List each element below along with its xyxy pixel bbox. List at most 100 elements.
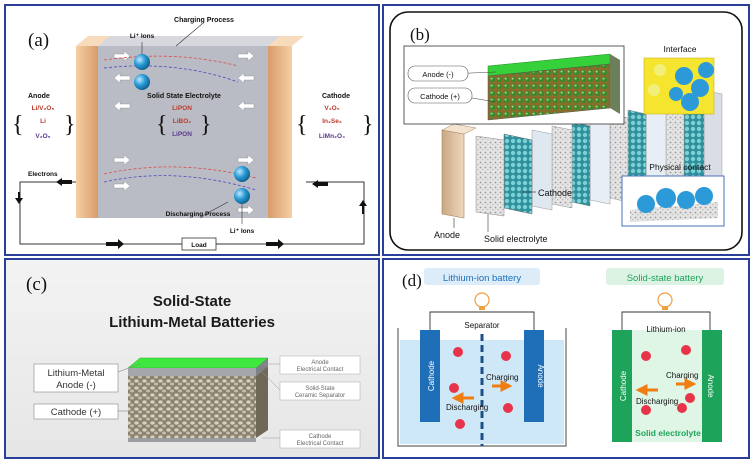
solid-electrolyte-label: Solid electrolyte xyxy=(484,234,548,244)
cathode-title: Cathode xyxy=(322,93,350,100)
panel-label: (a) xyxy=(28,30,49,51)
right-brace: } xyxy=(200,112,212,138)
panel-a: (a) Li⁺ Ions Charging Process Anode { } … xyxy=(4,4,380,256)
anode-material: Li xyxy=(40,118,46,125)
anode-label: Anode xyxy=(706,374,715,398)
li-ion-sphere xyxy=(134,74,150,90)
cathode-material: LiMn₂O₄ xyxy=(319,133,345,140)
discharging-label: Discharging xyxy=(446,403,488,412)
ion-arrow xyxy=(237,100,255,112)
ion-arrow xyxy=(237,204,255,216)
lithium-ion-dots xyxy=(641,345,695,415)
li-ion-title-bg xyxy=(424,268,540,285)
lightbulb-icon xyxy=(474,292,490,310)
lithium-ion-label: Lithium-ion xyxy=(646,325,685,334)
anode-contact-tag xyxy=(279,355,361,375)
anode-minus-tag xyxy=(407,65,469,82)
ion-arrow xyxy=(113,50,131,62)
panel-b-diagram: (b) Anode (-) Cathode (+) Interface xyxy=(384,6,748,254)
physical-contact-label: Physical contact xyxy=(649,162,711,172)
electrolyte-top-face xyxy=(94,36,288,46)
charging-process-label: Charging Process xyxy=(174,17,234,24)
cathode-contact-tag xyxy=(279,429,361,449)
anode-minus-label: Anode (-) xyxy=(56,380,96,391)
anode-contact-label: Electrical Contact xyxy=(297,367,344,373)
cathode-layer xyxy=(128,376,256,438)
sse-material: LiBO₂ xyxy=(173,118,192,125)
discharging-path-line xyxy=(103,175,257,191)
separator-label: Separator xyxy=(464,321,499,330)
ion-arrow xyxy=(113,100,131,112)
cathode-label: Cathode xyxy=(619,370,628,401)
cathode-contact-label: Electrical Contact xyxy=(297,441,344,447)
panel-label: (b) xyxy=(410,25,430,44)
sse-material: LiPON xyxy=(172,131,192,138)
panel-d-diagram: (d) Lithium-ion battery Solid-state batt… xyxy=(384,260,748,457)
ion-arrow xyxy=(113,180,131,192)
cathode-electrode xyxy=(420,330,440,422)
li-ion-sphere xyxy=(234,166,250,182)
left-brace: { xyxy=(12,112,24,138)
anode-electrode xyxy=(524,330,544,422)
right-brace: } xyxy=(362,112,374,138)
anode-block xyxy=(76,46,98,218)
panel-d: (d) Lithium-ion battery Solid-state batt… xyxy=(382,258,750,459)
charging-label: Charging xyxy=(486,373,518,382)
sse-title: Solid State Electrolyte xyxy=(147,93,221,100)
cathode-block xyxy=(268,46,292,218)
cathode-contact-label: Cathode xyxy=(309,434,332,440)
current-arrow xyxy=(106,239,124,249)
load-label: Load xyxy=(191,242,207,249)
panel-b: (b) Anode (-) Cathode (+) Interface xyxy=(382,4,750,256)
circuit-wire xyxy=(621,311,711,332)
electrons-label: Electrons xyxy=(28,171,58,178)
solid-electrolyte-layer xyxy=(475,135,505,217)
cathode-label: Cathode xyxy=(538,188,572,198)
title-line-1: Solid-State xyxy=(153,293,231,310)
panel-label: (d) xyxy=(402,271,422,290)
anode-electrode xyxy=(702,330,722,442)
separator-label: Solid-State xyxy=(305,386,335,392)
cathode-plus-tag xyxy=(407,87,473,104)
ion-arrow xyxy=(237,50,255,62)
panel-a-diagram: (a) Li⁺ Ions Charging Process Anode { } … xyxy=(6,6,378,254)
ion-arrow xyxy=(113,72,131,84)
lightbulb-icon xyxy=(657,292,673,310)
separator-label: Ceramic Separator xyxy=(295,393,345,399)
panel-label: (c) xyxy=(26,274,47,295)
ion-arrow xyxy=(237,72,255,84)
separator-tag xyxy=(279,381,361,401)
discharging-label: Discharging xyxy=(636,397,678,406)
cathode-layer xyxy=(503,133,533,215)
interface-image xyxy=(643,57,715,115)
electron-arrow xyxy=(312,180,328,188)
cathode-material: V₂O₅ xyxy=(324,105,339,112)
left-brace: { xyxy=(296,112,308,138)
anode-layer xyxy=(441,129,465,219)
discharging-path-line xyxy=(103,166,257,179)
title-line-2: Lithium-Metal Batteries xyxy=(109,314,275,331)
cathode-electrode xyxy=(612,330,632,442)
cathode-material: In₂Se₃ xyxy=(322,118,342,125)
anode-contact-label: Anode xyxy=(311,360,329,366)
li-ions-label: Li⁺ Ions xyxy=(130,33,155,40)
anode-title: Anode xyxy=(28,93,50,100)
anode-label: Anode xyxy=(434,230,460,240)
load-box xyxy=(181,237,217,251)
battery-cell xyxy=(127,357,269,442)
charging-path-line xyxy=(103,65,239,83)
cathode-plus-tag xyxy=(33,403,119,420)
anode-minus-label: Anode (-) xyxy=(422,70,454,79)
right-brace: } xyxy=(64,112,76,138)
panel-c-diagram: (c) Solid-State Lithium-Metal Batteries … xyxy=(6,260,378,457)
sse-material: LiPON xyxy=(172,105,192,112)
zoom-inset xyxy=(403,45,625,125)
anode-material: Li/V₂O₅ xyxy=(32,105,55,112)
physical-contact-image xyxy=(621,175,725,227)
electron-arrow xyxy=(56,178,72,186)
circuit-wire xyxy=(429,311,535,332)
anode-material: V₂O₅ xyxy=(35,133,50,140)
solid-state-battery-title: Solid-state battery xyxy=(627,273,704,284)
li-ion-sphere xyxy=(134,54,150,70)
current-arrow xyxy=(266,239,284,249)
